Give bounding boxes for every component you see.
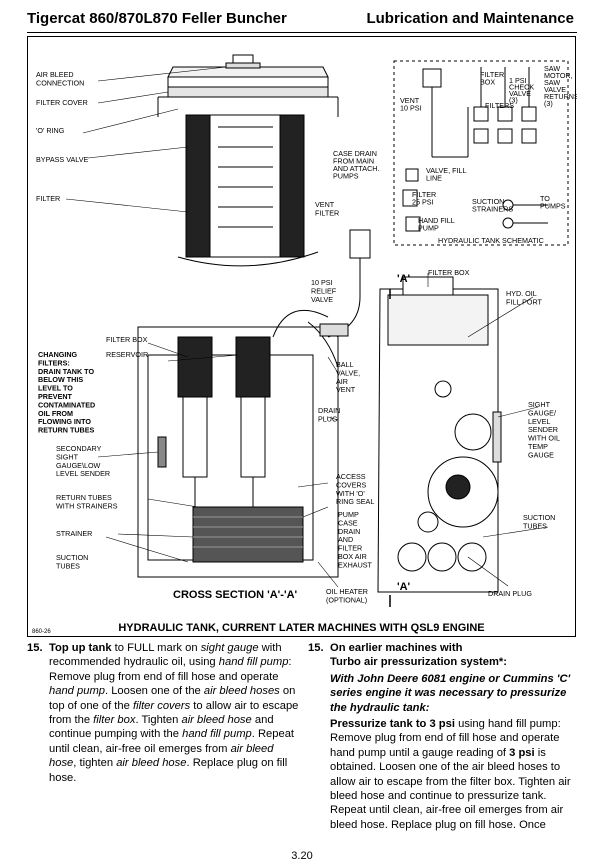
schematic-filters: FILTERS <box>485 101 514 110</box>
figure-code: 860-26 <box>32 629 51 635</box>
label-filter-box-right: FILTER BOX <box>428 268 470 277</box>
cross-section-label: CROSS SECTION 'A'-'A' <box>173 589 298 601</box>
step-15b-note: With John Deere 6081 engine or Cummins '… <box>330 672 571 714</box>
schematic-title: HYDRAULIC TANK SCHEMATIC <box>438 236 544 245</box>
label-filter-cover: FILTER COVER <box>36 98 88 107</box>
leader-lines <box>65 66 549 588</box>
section-mark-bottom: 'A' <box>397 581 411 593</box>
document-header-title: Tigercat 860/870L870 Feller Buncher <box>27 10 287 27</box>
label-strainer: STRAINER <box>56 529 92 538</box>
step-15a-text: 15.Top up tank to FULL mark on sight gau… <box>27 642 282 654</box>
step-15b-body: Pressurize tank to 3 psi using hand fill… <box>330 718 571 831</box>
header-rule <box>27 32 577 33</box>
label-bypass-valve: BYPASS VALVE <box>36 155 89 164</box>
step-15b-subheading: Turbo air pressurization system*: <box>330 656 507 669</box>
step-15a-column: 15.Top up tank to FULL mark on sight gau… <box>27 641 299 785</box>
step-15a-body: recommended hydraulic oil, using hand fi… <box>49 656 299 784</box>
label-filter: FILTER <box>36 194 60 203</box>
label-reservoir: RESERVOIR <box>106 350 148 359</box>
step-15b-heading: 15.On earlier machines with <box>308 642 463 654</box>
label-drain-plug-right: DRAIN PLUG <box>488 589 532 598</box>
page-number: 3.20 <box>291 850 313 862</box>
label-filter-box: FILTER BOX <box>106 335 148 344</box>
step-15b-column: 15.On earlier machines with Turbo air pr… <box>308 641 578 832</box>
document-section-title: Lubrication and Maintenance <box>366 10 574 27</box>
figure-caption: HYDRAULIC TANK, CURRENT LATER MACHINES W… <box>118 622 485 634</box>
label-o-ring: 'O' RING <box>36 126 65 135</box>
label-oil-heater: OIL HEATER(OPTIONAL) <box>326 587 368 604</box>
section-mark-top: 'A' <box>397 273 411 285</box>
